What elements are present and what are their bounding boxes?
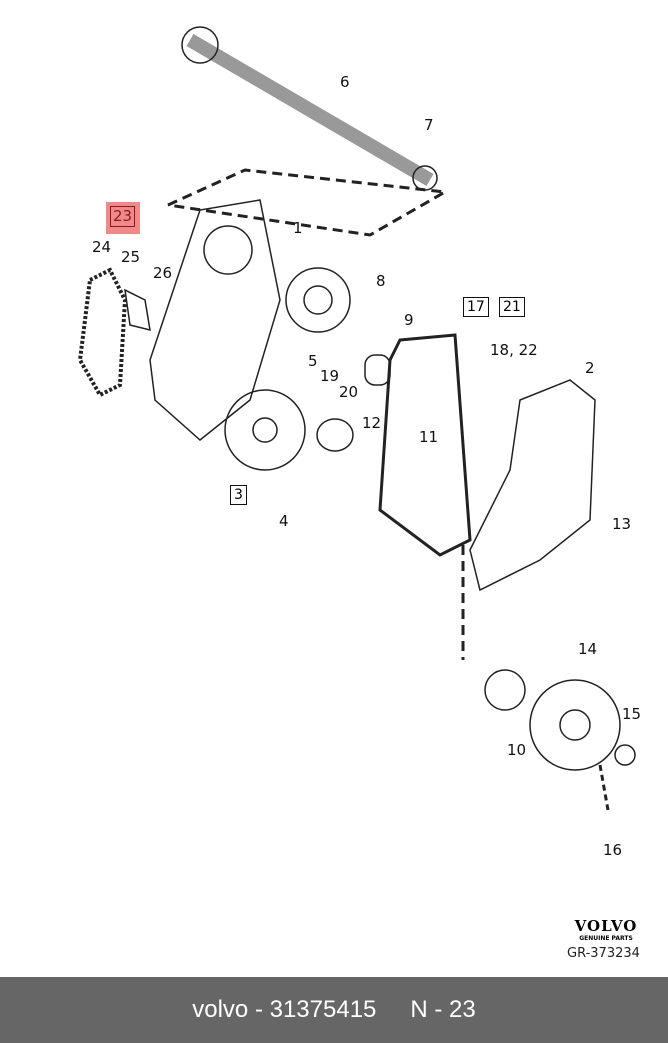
part-number: volvo - 31375415 xyxy=(192,996,377,1023)
boxed-3: 3 xyxy=(230,485,247,505)
label-5: 5 xyxy=(308,352,318,370)
label-18-22: 18, 22 xyxy=(490,341,538,359)
bolt-15 xyxy=(614,744,636,766)
timing-cover-front xyxy=(469,379,596,592)
label-4: 4 xyxy=(279,512,289,530)
label-1: 1 xyxy=(293,219,303,237)
label-10: 10 xyxy=(507,741,527,759)
timing-belt xyxy=(378,333,472,557)
label-26: 26 xyxy=(153,264,173,282)
label-19: 19 xyxy=(320,367,340,385)
label-24: 24 xyxy=(92,238,112,256)
footer-bar: volvo - 31375415 N - 23 xyxy=(0,977,668,1043)
cam-gear xyxy=(181,26,219,64)
label-11: 11 xyxy=(419,428,439,446)
tensioner-20 xyxy=(316,418,354,452)
diagram-drawing xyxy=(77,26,636,811)
label-2: 2 xyxy=(585,359,595,377)
boxed-21: 21 xyxy=(499,297,525,317)
seal xyxy=(203,225,253,275)
label-20: 20 xyxy=(339,383,359,401)
parts-diagram: 23 6 7 1 24 25 26 8 9 17 21 18, 22 5 2 1… xyxy=(77,26,642,859)
label-7: 7 xyxy=(424,116,434,134)
volvo-logo: VOLVO GENUINE PARTS xyxy=(566,917,646,942)
label-12: 12 xyxy=(362,414,382,432)
water-pump xyxy=(224,389,306,471)
idler-19 xyxy=(364,354,391,386)
dashed-frame xyxy=(167,168,450,237)
position-number: N - 23 xyxy=(410,996,476,1023)
label-16: 16 xyxy=(603,841,623,859)
label-9: 9 xyxy=(404,311,414,329)
cam-sprocket xyxy=(285,267,351,333)
crank-sprocket-10 xyxy=(484,669,526,711)
label-8: 8 xyxy=(376,272,386,290)
brand-subtitle: GENUINE PARTS xyxy=(579,935,633,942)
diagram-reference: GR-373234 xyxy=(567,946,640,961)
chain-24 xyxy=(77,267,128,398)
camshaft xyxy=(186,33,434,187)
label-13: 13 xyxy=(612,515,632,533)
label-6: 6 xyxy=(340,73,350,91)
timing-cover-rear xyxy=(149,199,281,441)
highlighted-part-23[interactable]: 23 xyxy=(106,202,140,234)
tensioner-25 xyxy=(124,288,151,332)
label-15: 15 xyxy=(622,705,642,723)
brand-name: VOLVO xyxy=(574,917,638,935)
crank-pulley-14 xyxy=(529,679,621,771)
boxed-17: 17 xyxy=(463,297,489,317)
label-14: 14 xyxy=(578,640,598,658)
label-25: 25 xyxy=(121,248,141,266)
